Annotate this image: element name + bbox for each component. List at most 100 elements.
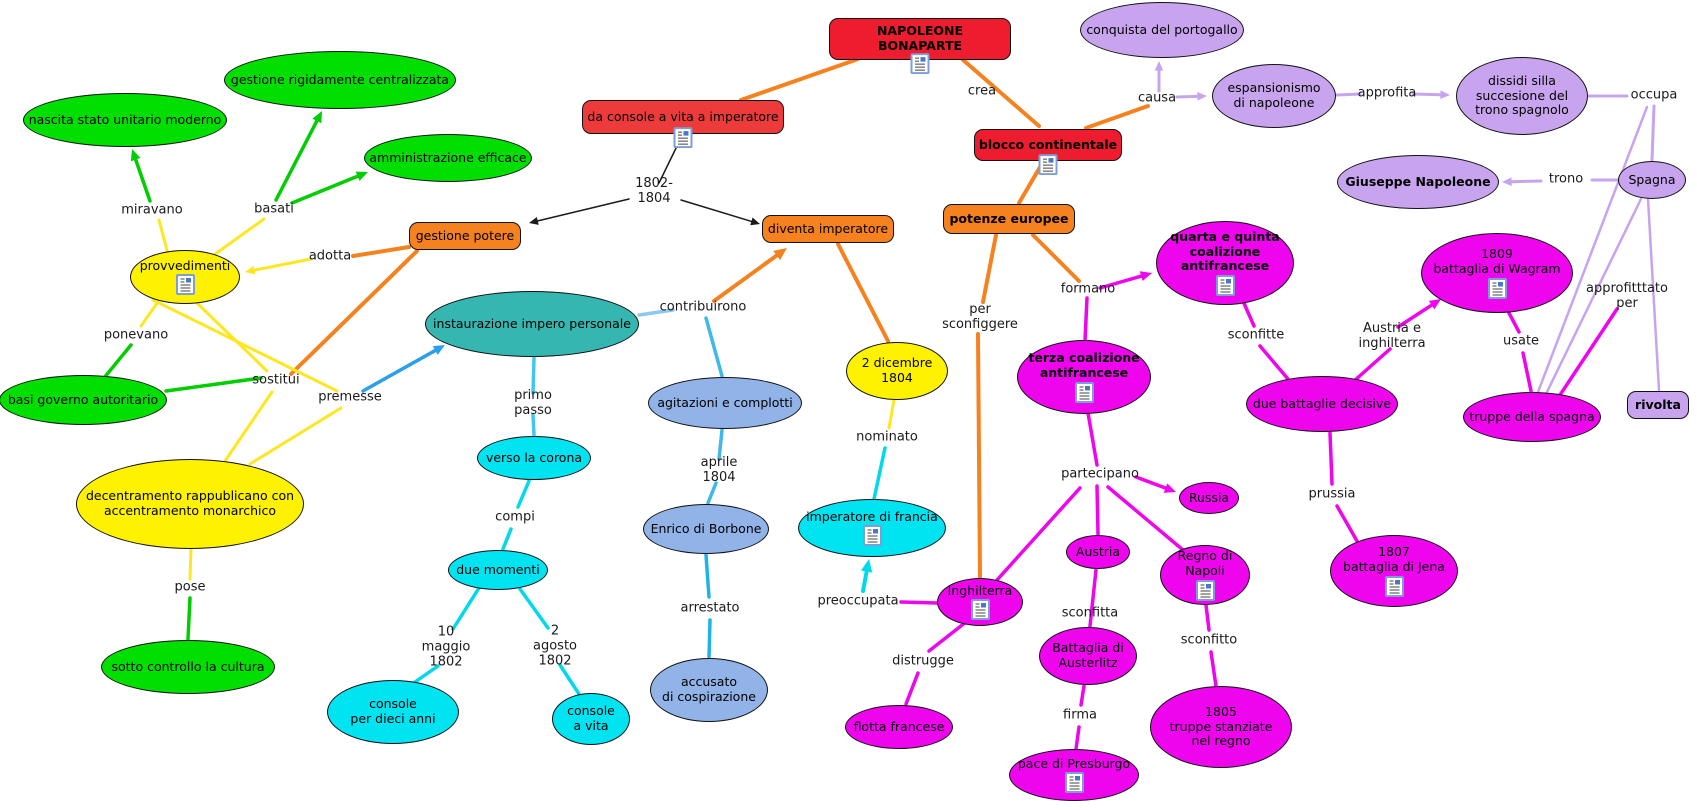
link-label-compi[interactable]: compi [495, 509, 535, 525]
node-nascita-stato[interactable]: nascita stato unitario moderno [23, 93, 227, 147]
edge-line-26 [290, 172, 364, 205]
node-dissidi[interactable]: dissidi silla succesione del trono spagn… [1456, 57, 1588, 135]
resource-icon[interactable] [1384, 575, 1404, 597]
link-label-10-maggio-1802[interactable]: 10 maggio 1802 [421, 624, 471, 670]
edge-line-14 [157, 218, 170, 256]
node-spagna[interactable]: Spagna [1618, 161, 1686, 199]
node-amministrazione[interactable]: amministrazione efficace [364, 134, 532, 182]
node-due-momenti[interactable]: due momenti [448, 550, 548, 590]
resource-icon[interactable] [1215, 275, 1235, 297]
edge-arrowhead-25 [312, 111, 322, 124]
link-label-formano[interactable]: formano [1060, 281, 1116, 297]
resource-icon[interactable] [1074, 381, 1094, 403]
link-label-trono[interactable]: trono [1548, 171, 1584, 187]
edge-line-35 [704, 553, 711, 599]
node-agitazioni[interactable]: agitazioni e complotti [648, 377, 802, 429]
node-russia[interactable]: Russia [1179, 482, 1239, 514]
link-label-miravano[interactable]: miravano [121, 202, 183, 218]
node-quarta-quinta[interactable]: quarta e quinta coalizione antifrancese [1156, 221, 1294, 305]
node-instaurazione[interactable]: instaurazione impero personale [425, 291, 639, 357]
resource-icon[interactable] [175, 274, 195, 296]
link-label-causa[interactable]: causa [1137, 90, 1177, 106]
node-sotto-controllo[interactable]: sotto controllo la cultura [101, 640, 275, 694]
node-gestione-potere[interactable]: gestione potere [409, 222, 521, 250]
node-gestione-centralizzata[interactable]: gestione rigidamente centralizzata [224, 51, 456, 109]
node-austerlitz[interactable]: Battaglia di Austerlitz [1039, 627, 1137, 685]
link-label-aprile-1804[interactable]: aprile 1804 [700, 455, 738, 485]
node-due-battaglie[interactable]: due battaglie decisive [1246, 376, 1398, 432]
link-label-arrestato[interactable]: arrestato [680, 600, 740, 616]
link-label-sconfitte[interactable]: sconfitte [1227, 327, 1285, 343]
node-rivolta[interactable]: rivolta [1627, 391, 1689, 419]
edge-line-29 [186, 596, 192, 641]
link-label-1802-1804[interactable]: 1802-1804 [635, 176, 673, 206]
link-label-per-sconfiggere[interactable]: per sconfiggere [942, 302, 1018, 332]
link-label-primo-passo[interactable]: primo passo [514, 388, 552, 418]
node-flotta-francese[interactable]: flotta francese [845, 705, 953, 749]
node-console-dieci-anni[interactable]: console per dieci anni [327, 680, 459, 744]
link-label-adotta[interactable]: adotta [308, 248, 352, 264]
node-blocco-continentale[interactable]: blocco continentale [974, 129, 1122, 176]
link-label-sconfitta[interactable]: sconfitta [1061, 605, 1119, 621]
link-label-occupa[interactable]: occupa [1630, 87, 1678, 103]
node-conquista-portogallo[interactable]: conquista del portogallo [1080, 2, 1244, 58]
resource-icon[interactable] [673, 127, 693, 149]
node-label: gestione potere [415, 227, 515, 243]
node-presburgo[interactable]: pace di Presburgo [1009, 749, 1139, 801]
node-austria[interactable]: Austria [1066, 535, 1130, 569]
edge-line-31 [637, 308, 675, 317]
link-label-usate[interactable]: usate [1502, 333, 1540, 349]
node-label: 1807 battaglia di Jena [1343, 544, 1445, 574]
link-label-firma[interactable]: firma [1063, 707, 1097, 723]
link-label-partecipano[interactable]: partecipano [1061, 466, 1139, 482]
link-label-nominato[interactable]: nominato [856, 429, 918, 445]
node-console-a-vita[interactable]: console a vita [552, 693, 630, 745]
link-label-distrugge[interactable]: distrugge [892, 653, 954, 669]
link-label-2-agosto-1802[interactable]: 2 agosto 1802 [533, 623, 577, 669]
node-truppe-1805[interactable]: 1805 truppe stanziate nel regno [1150, 686, 1292, 768]
node-diventa-imperatore[interactable]: diventa imperatore [762, 215, 894, 243]
resource-icon[interactable] [970, 599, 990, 621]
node-provvedimenti[interactable]: provvedimenti [130, 250, 240, 304]
node-terza-coalizione[interactable]: terza coalizione antifrancese [1017, 340, 1151, 414]
link-label-preoccupata[interactable]: preoccupata [817, 593, 899, 609]
node-truppe-spagna[interactable]: truppe della spagna [1463, 392, 1601, 442]
link-label-basati[interactable]: basati [254, 201, 294, 217]
node-wagram[interactable]: 1809 battaglia di Wagram [1421, 233, 1573, 313]
edge-line-57 [1079, 684, 1086, 707]
resource-icon[interactable] [862, 525, 882, 547]
node-giuseppe-napoleone[interactable]: Giuseppe Napoleone [1337, 155, 1499, 209]
link-label-premesse[interactable]: premesse [318, 389, 382, 405]
link-label-approfitttato-per[interactable]: approfitttato per [1586, 281, 1668, 311]
node-imperatore-di-francia[interactable]: imperatore di francia [798, 499, 946, 557]
resource-icon[interactable] [1487, 277, 1507, 299]
link-label-contribuirono[interactable]: contribuirono [659, 299, 747, 315]
node-verso-la-corona[interactable]: verso la corona [477, 436, 591, 480]
node-jena[interactable]: 1807 battaglia di Jena [1330, 535, 1458, 607]
node-decentramento[interactable]: decentramento rappublicano con accentram… [76, 459, 304, 549]
resource-icon[interactable] [1195, 579, 1215, 601]
node-espansionismo[interactable]: espansionismo di napoleone [1212, 64, 1336, 128]
node-accusato[interactable]: accusato di cospirazione [650, 658, 768, 722]
link-label-ponevano[interactable]: ponevano [103, 327, 169, 343]
link-label-crea[interactable]: crea [967, 83, 997, 99]
node-enrico-di-borbone[interactable]: Enrico di Borbone [643, 504, 769, 554]
edge-line-58 [1074, 725, 1081, 751]
node-da-console[interactable]: da console a vita a imperatore [582, 100, 784, 149]
link-label-sostitui[interactable]: sostitui [252, 372, 300, 388]
link-label-prussia[interactable]: prussia [1308, 486, 1356, 502]
link-label-austria-e-inghilterra[interactable]: Austria e inghilterra [1358, 321, 1426, 351]
node-potenze-europee[interactable]: potenze europee [943, 204, 1075, 234]
resource-icon[interactable] [1038, 154, 1058, 176]
link-label-sconfitto[interactable]: sconfitto [1180, 632, 1238, 648]
node-napoleone[interactable]: NAPOLEONE BONAPARTE [829, 18, 1011, 75]
resource-icon[interactable] [1064, 772, 1084, 794]
link-label-pose[interactable]: pose [174, 579, 206, 595]
node-inghilterra[interactable]: Inghilterra [937, 578, 1023, 626]
link-label-approfita[interactable]: approfita [1357, 85, 1417, 101]
node-basi-governo[interactable]: basi governo autoritario [0, 375, 167, 425]
node-regno-napoli[interactable]: Regno di Napoli [1160, 545, 1250, 605]
resource-icon[interactable] [910, 53, 930, 75]
node-2-dicembre-1804[interactable]: 2 dicembre 1804 [846, 342, 948, 400]
